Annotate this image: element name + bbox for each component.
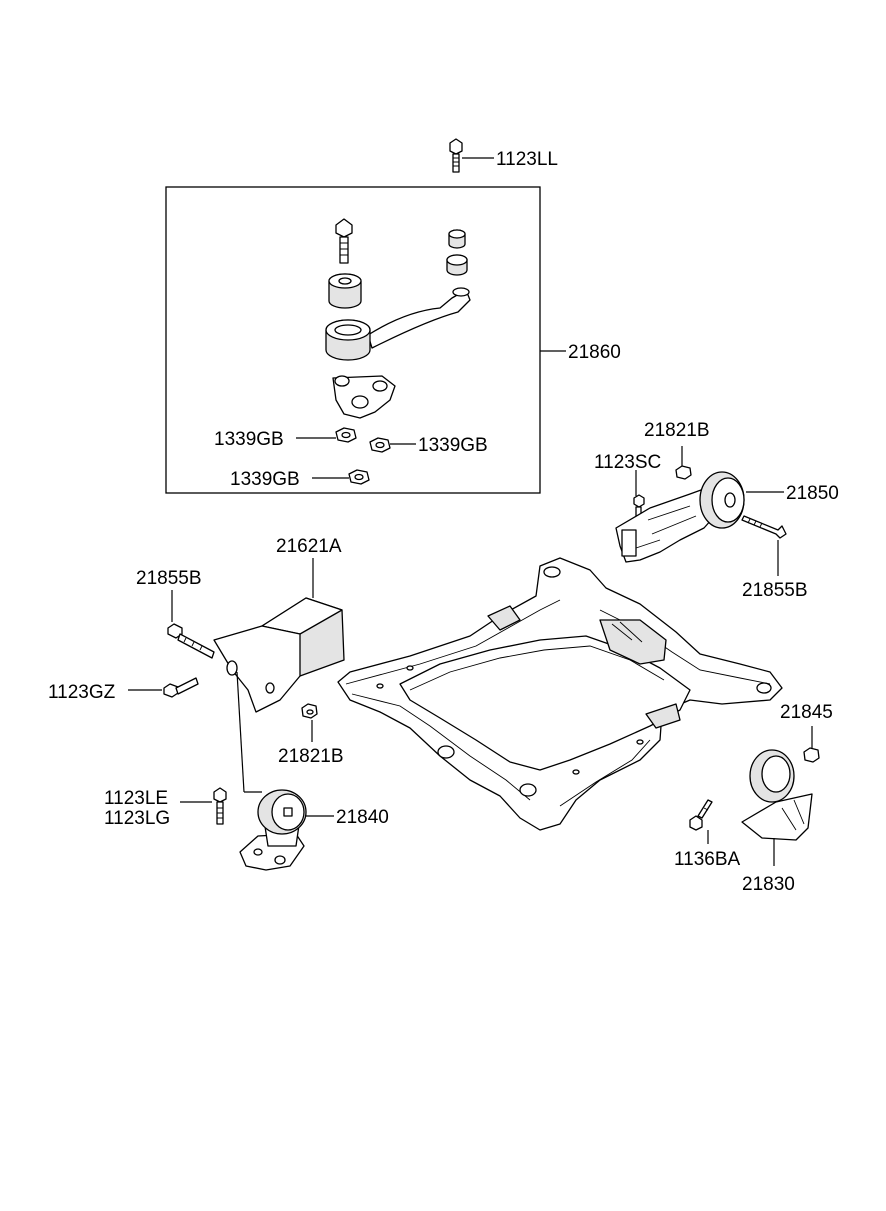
bolt-in-assembly[interactable] (335, 218, 353, 264)
torque-arm[interactable] (325, 287, 471, 361)
callout-21821b-mid[interactable]: 21821B (278, 746, 344, 767)
callout-21845[interactable]: 21845 (780, 702, 833, 723)
callout-21860[interactable]: 21860 (568, 342, 621, 363)
nut-1339gb-c[interactable] (348, 469, 370, 485)
spacer-small[interactable] (446, 229, 468, 276)
nut-1339gb-b[interactable] (369, 437, 391, 453)
callout-21855b-left[interactable]: 21855B (136, 568, 202, 589)
connector-line (236, 671, 245, 793)
callout-21840[interactable]: 21840 (336, 807, 389, 828)
bracket-plate[interactable] (332, 375, 396, 419)
callout-1123le[interactable]: 1123LE (104, 788, 168, 809)
callout-21821b-top[interactable]: 21821B (644, 420, 710, 441)
bolt-1136ba[interactable] (689, 799, 713, 831)
assembly-box-21860 (165, 186, 541, 494)
nut-1339gb-a[interactable] (335, 427, 357, 443)
bolt-1123le[interactable] (213, 787, 227, 825)
mount-21840[interactable] (239, 789, 307, 871)
subframe[interactable] (337, 557, 783, 831)
mount-21830[interactable] (741, 749, 813, 841)
bolt-21855b-left[interactable] (167, 623, 215, 659)
bolt-21855b-right[interactable] (741, 515, 787, 539)
bolt-1123gz[interactable] (163, 677, 199, 698)
callout-1123ll[interactable]: 1123LL (496, 149, 558, 170)
callout-1123gz[interactable]: 1123GZ (48, 682, 116, 703)
callout-1339gb-a[interactable]: 1339GB (214, 429, 284, 450)
nut-21845[interactable] (803, 747, 820, 763)
mount-21850[interactable] (615, 471, 745, 563)
bolt-1123ll[interactable] (449, 138, 463, 173)
bracket-21621a[interactable] (213, 597, 345, 713)
bushing-upper[interactable] (328, 273, 362, 309)
callout-1123lg[interactable]: 1123LG (104, 808, 170, 829)
callout-1123sc[interactable]: 1123SC (594, 452, 661, 473)
callout-1339gb-c[interactable]: 1339GB (230, 469, 300, 490)
callout-21830[interactable]: 21830 (742, 874, 795, 895)
callout-21850[interactable]: 21850 (786, 483, 839, 504)
callout-1136ba[interactable]: 1136BA (674, 849, 741, 870)
nut-21821b-mid[interactable] (301, 703, 318, 719)
callout-21621a[interactable]: 21621A (276, 536, 342, 557)
callout-21855b-right[interactable]: 21855B (742, 580, 808, 601)
callout-1339gb-b[interactable]: 1339GB (418, 435, 488, 456)
nut-21821b-top[interactable] (675, 465, 692, 480)
